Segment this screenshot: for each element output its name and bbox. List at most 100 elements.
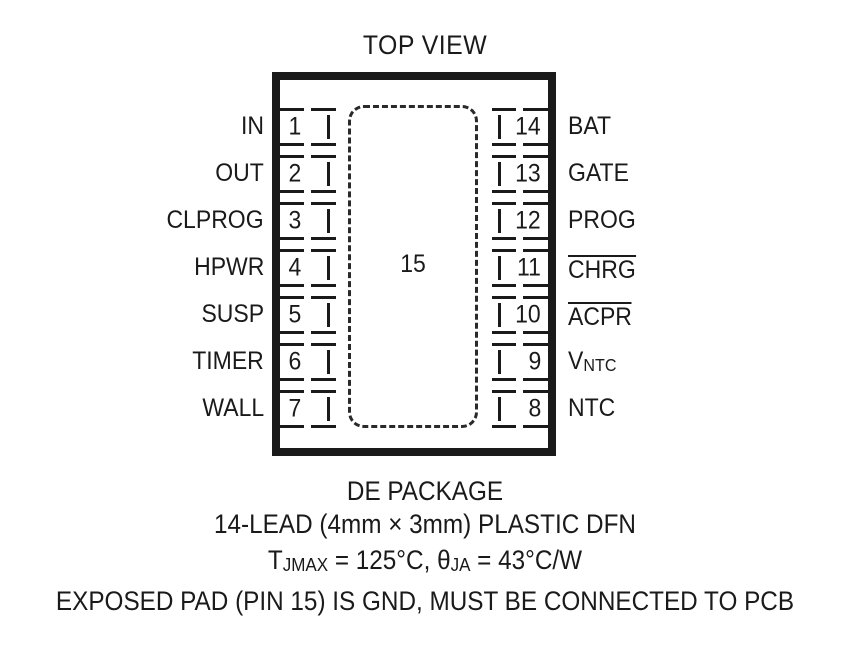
pin-label-text: SUSP <box>201 300 264 328</box>
caption-lead-description: 14-LEAD (4mm × 3mm) PLASTIC DFN <box>214 509 636 539</box>
pin-lead-notch <box>304 343 311 346</box>
pin-lead-notch <box>516 143 523 146</box>
pin-lead-notch <box>516 343 523 346</box>
pin-label-text: NTC <box>568 394 616 422</box>
pin-number: 13 <box>515 159 541 188</box>
pin-label-wall: WALL <box>202 396 264 421</box>
pin-lead-stub <box>327 303 330 327</box>
pin-lead-notch <box>516 331 523 334</box>
pin-number: 4 <box>288 253 302 282</box>
pin-number: 14 <box>515 112 541 141</box>
pin-cell-13: 13 <box>492 155 548 193</box>
pin-cell-1: 1 <box>280 108 336 146</box>
pin-label-acpr: ACPR <box>568 302 632 330</box>
pin-label-in: IN <box>241 114 264 139</box>
pin-number: 1 <box>288 112 302 141</box>
pin-lead-notch <box>516 155 523 158</box>
pin-label-bat: BAT <box>568 114 611 139</box>
exposed-pad-outline <box>348 105 478 428</box>
pin-lead-notch <box>304 249 311 252</box>
caption-thermal-data: TJMAX = 125°C, θJA = 43°C/W <box>267 545 583 577</box>
pin-label-clprog: CLPROG <box>167 208 264 233</box>
pin-label-timer: TIMER <box>192 349 264 374</box>
pin-label-text: BAT <box>568 112 612 140</box>
pin-lead-stub <box>327 350 330 374</box>
pin-lead-notch <box>516 378 523 381</box>
pin-cell-11: 11 <box>492 249 548 287</box>
pin-lead-stub <box>498 256 501 280</box>
pin-number: 2 <box>288 159 302 188</box>
pin-number: 8 <box>528 394 542 423</box>
pin-number: 6 <box>288 347 302 376</box>
pin-lead-notch <box>516 237 523 240</box>
pin-lead-stub <box>327 115 330 139</box>
pin-cell-7: 7 <box>280 390 336 428</box>
pin-label-text: WALL <box>202 394 264 422</box>
pin-cell-3: 3 <box>280 202 336 240</box>
pin-cell-5: 5 <box>280 296 336 334</box>
pin-lead-notch <box>304 296 311 299</box>
pin-cell-4: 4 <box>280 249 336 287</box>
pin-lead-notch <box>304 378 311 381</box>
pin-lead-notch <box>304 425 311 428</box>
pin-lead-notch <box>516 296 523 299</box>
pin-lead-stub <box>327 209 330 233</box>
caption-exposed-pad-note: EXPOSED PAD (PIN 15) IS GND, MUST BE CON… <box>55 586 795 616</box>
pin-lead-notch <box>516 425 523 428</box>
pin-label-text: V <box>568 347 584 375</box>
pin-number: 11 <box>517 253 541 282</box>
pin-label-gate: GATE <box>568 161 629 186</box>
pin-label-hpwr: HPWR <box>194 255 264 280</box>
pin-lead-notch <box>516 202 523 205</box>
pin-label-chrg: CHRG <box>568 255 636 283</box>
pin-lead-notch <box>304 237 311 240</box>
pin-cell-8: 8 <box>492 390 548 428</box>
top-view-title: TOP VIEW <box>362 30 488 60</box>
pin-label-text: CLPROG <box>166 206 264 234</box>
pin-lead-notch <box>304 190 311 193</box>
pin-label-text: GATE <box>568 159 629 187</box>
pin-label-text: OUT <box>215 159 264 187</box>
pin-number: 10 <box>515 300 541 329</box>
pin-lead-notch <box>516 108 523 111</box>
pin-cell-9: 9 <box>492 343 548 381</box>
pin-number: 12 <box>515 206 541 235</box>
pin-lead-notch <box>516 190 523 193</box>
pin-label-text: PROG <box>568 206 636 234</box>
pin-lead-notch <box>304 390 311 393</box>
pin-number: 3 <box>288 206 302 235</box>
pin-lead-notch <box>304 202 311 205</box>
pin-lead-notch <box>304 284 311 287</box>
pin-cell-6: 6 <box>280 343 336 381</box>
pin-cell-12: 12 <box>492 202 548 240</box>
pin-label-prog: PROG <box>568 208 636 233</box>
pin-label-out: OUT <box>215 161 264 186</box>
pin-number: 5 <box>288 300 302 329</box>
pin-lead-notch <box>516 249 523 252</box>
pin-label-text: TIMER <box>192 347 264 375</box>
pin-number: 7 <box>288 394 302 423</box>
pin-label-subscript: NTC <box>583 355 617 376</box>
pin-number: 9 <box>528 347 542 376</box>
pin-lead-notch <box>304 143 311 146</box>
pin-lead-stub <box>498 162 501 186</box>
active-low-overline: ACPR <box>568 302 632 331</box>
pin-lead-stub <box>498 303 501 327</box>
pin-label-v: VNTC <box>568 347 617 376</box>
pin-lead-stub <box>498 209 501 233</box>
pin-cell-2: 2 <box>280 155 336 193</box>
pin-lead-stub <box>498 397 501 421</box>
active-low-overline: CHRG <box>568 255 636 284</box>
pin-label-ntc: NTC <box>568 396 615 421</box>
pin-lead-notch <box>304 155 311 158</box>
caption-package-name: DE PACKAGE <box>346 476 504 506</box>
pin-lead-notch <box>516 284 523 287</box>
pin-lead-notch <box>304 331 311 334</box>
exposed-pad-number: 15 <box>400 250 426 278</box>
pin-lead-stub <box>327 256 330 280</box>
pin-label-text: IN <box>241 112 264 140</box>
pin-lead-notch <box>516 390 523 393</box>
pin-label-text: HPWR <box>193 253 264 281</box>
pin-label-susp: SUSP <box>201 302 264 327</box>
